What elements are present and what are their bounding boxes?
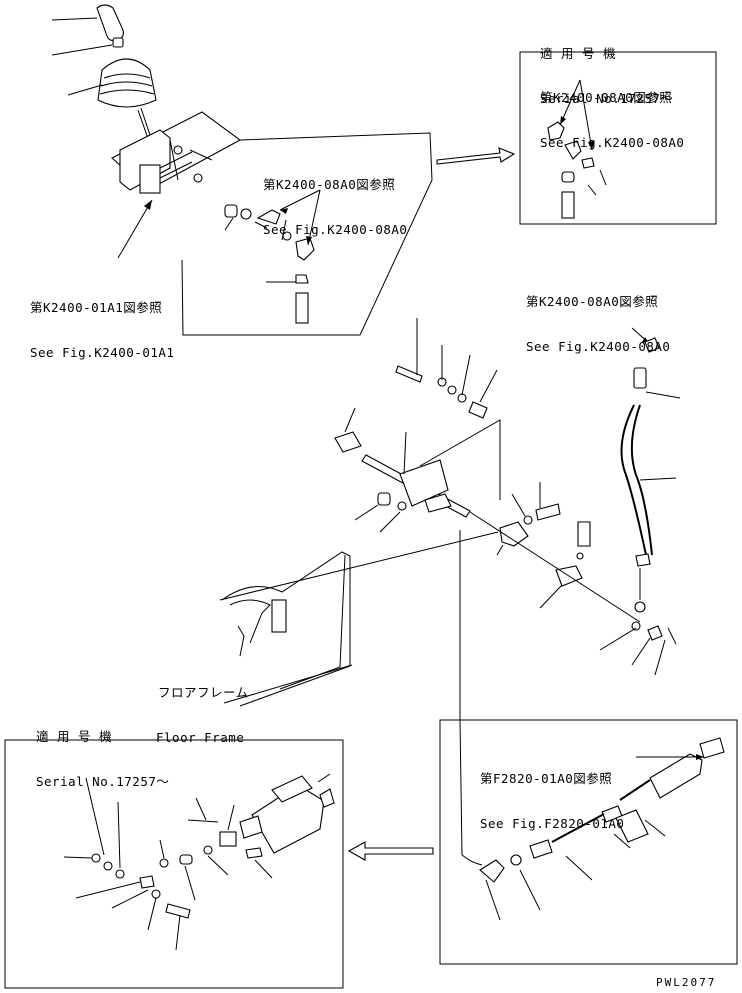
serial-note-bottom-en: Serial No.17257〜 xyxy=(36,774,170,789)
inset-top-callout-en: See Fig.K2400-08A0 xyxy=(540,135,685,150)
arrow-left-icon xyxy=(347,841,434,861)
callout-polygon-1 xyxy=(181,132,433,336)
central-linkage xyxy=(219,318,641,720)
right-cable xyxy=(599,327,681,676)
floor-frame-en: Floor Frame xyxy=(156,730,245,745)
floor-frame-label: フロアフレーム Floor Frame xyxy=(156,655,249,760)
inset-top-right xyxy=(519,51,717,225)
inset-top-callout: 第K2400-08A0図参照 See Fig.K2400-08A0 xyxy=(540,60,684,165)
callout-right-jp: 第K2400-08A0図参照 xyxy=(526,294,659,309)
floor-frame xyxy=(221,551,353,707)
inset-bottom-left xyxy=(4,739,344,989)
arrow-right-icon xyxy=(436,147,516,165)
serial-note-top: 適 用 号 機 Serial No.17257〜 xyxy=(540,16,673,121)
callout-k2400-01a1: 第K2400-01A1図参照 See Fig.K2400-01A1 xyxy=(30,270,174,375)
serial-note-top-en: Serial No.17257〜 xyxy=(540,91,674,106)
control-lever-assembly xyxy=(51,4,242,259)
callout-f2820-en: See Fig.F2820-01A0 xyxy=(480,816,625,831)
callout-k2400-08a0-en: See Fig.K2400-08A0 xyxy=(263,222,408,237)
callout-right-en: See Fig.K2400-08A0 xyxy=(526,339,671,354)
inset-top-callout-jp: 第K2400-08A0図参照 xyxy=(540,90,673,105)
callout-f2820-01a0: 第F2820-01A0図参照 See Fig.F2820-01A0 xyxy=(480,741,624,846)
inset-bottom-right xyxy=(439,719,738,965)
callout-k2400-01a1-en: See Fig.K2400-01A1 xyxy=(30,345,175,360)
serial-note-bottom-jp: 適 用 号 機 xyxy=(36,729,113,744)
callout-k2400-08a0-center: 第K2400-08A0図参照 See Fig.K2400-08A0 xyxy=(263,147,407,252)
callout-k2400-08a0-right: 第K2400-08A0図参照 See Fig.K2400-08A0 xyxy=(526,264,670,369)
callout-k2400-01a1-jp: 第K2400-01A1図参照 xyxy=(30,300,163,315)
callout-f2820-jp: 第F2820-01A0図参照 xyxy=(480,771,613,786)
drawing-code: PWL2077 xyxy=(656,976,717,989)
serial-note-bottom: 適 用 号 機 Serial No.17257〜 xyxy=(36,699,169,804)
floor-frame-jp: フロアフレーム xyxy=(158,685,249,700)
serial-note-top-jp: 適 用 号 機 xyxy=(540,46,617,61)
callout-k2400-08a0-jp: 第K2400-08A0図参照 xyxy=(263,177,396,192)
